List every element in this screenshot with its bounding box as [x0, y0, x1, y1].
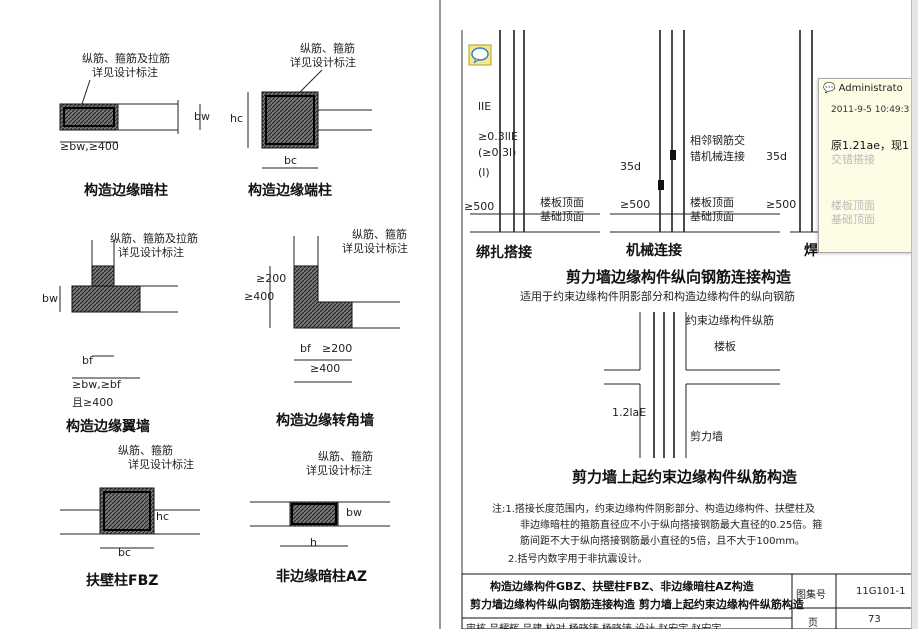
dim-b: bw	[346, 506, 362, 519]
dim-bw: bw	[194, 110, 210, 123]
dim-ge500: ≥500	[766, 198, 797, 211]
title-hidden-column: 构造边缘暗柱	[84, 183, 168, 199]
dim-hc: hc	[230, 112, 244, 125]
annotation-line2: 详见设计标注	[128, 458, 194, 471]
detail-restrained-member	[604, 312, 780, 458]
dim-bw-bf: ≥bw,≥bf	[72, 378, 121, 391]
dim-bc: bc	[118, 546, 132, 559]
dim-and-400: 且≥400	[72, 396, 114, 409]
note-line1: 注:1.搭接长度范围内，约束边缘构件阴影部分、构造边缘构件、扶壁柱及	[492, 504, 815, 515]
dim-bf: bf	[82, 354, 93, 367]
weld-label: 焊	[804, 243, 818, 259]
ghost-text-2: 楼板顶面	[831, 199, 875, 212]
title-end-column: 构造边缘端柱	[248, 183, 332, 199]
page-label: 页	[808, 618, 818, 629]
dim-12lae: 1.2laE	[612, 406, 647, 419]
stagger-line1: 相邻钢筋交	[690, 134, 745, 147]
slab-top-label: 楼板顶面	[540, 196, 584, 209]
splice-title: 剪力墙边缘构件纵向钢筋连接构造	[566, 268, 792, 286]
detail-splices	[470, 30, 820, 233]
dim-hc: hc	[156, 510, 170, 523]
page-number: 73	[868, 614, 881, 625]
dim-ge400: ≥400	[310, 362, 341, 375]
detail-corner-wall	[269, 236, 400, 383]
found-top-label: 基础顶面	[540, 210, 584, 223]
title-pilaster: 扶壁柱FBZ	[86, 573, 159, 589]
found-top-label: 基础顶面	[690, 210, 734, 223]
restrained-rebar-label: 约束边缘构件纵筋	[686, 314, 774, 327]
annotation-line2: 详见设计标注	[92, 66, 158, 79]
dim-lle: lIE	[478, 100, 492, 113]
comment-body: 原1.21ae，现1	[831, 139, 909, 152]
annotation-line2: 详见设计标注	[306, 464, 372, 477]
slab-top-label: 楼板顶面	[690, 196, 734, 209]
dim-bc: bc	[284, 154, 298, 167]
annotation-line2: 详见设计标注	[290, 56, 356, 69]
dim-35d: 35d	[620, 160, 641, 173]
dim-h: h	[310, 536, 317, 549]
title-block-line1: 构造边缘构件GBZ、扶壁柱FBZ、非边缘暗柱AZ构造	[490, 580, 754, 593]
dim-bw: bw	[42, 292, 58, 305]
mech-label: 机械连接	[626, 243, 682, 259]
note-line4: 2.括号内数字用于非抗震设计。	[508, 554, 648, 565]
ghost-text-3: 基础顶面	[831, 213, 875, 226]
annotation-line1: 纵筋、箍筋及拉筋	[82, 52, 170, 65]
annotation-line1: 纵筋、箍筋	[318, 450, 373, 463]
note-line2: 非边缘暗柱的箍筋直径应不小于纵向搭接钢筋最大直径的0.25倍。箍	[520, 520, 823, 531]
restrained-title: 剪力墙上起约束边缘构件纵筋构造	[572, 468, 798, 486]
dim-bw-400: ≥bw,≥400	[60, 140, 119, 153]
dim-03-lle: ≥0.3lIE	[478, 130, 518, 143]
title-block-row: 审核 吕耀辉 吕建 校对 杨晓铸 杨晓铸 设计 赵宏宇 赵宏宇	[466, 620, 721, 629]
comment-popup[interactable]: 💬 Administrato 2011-9-5 10:49:3 原1.21ae，…	[818, 78, 918, 253]
detail-end-column	[247, 69, 372, 169]
dim-03-l: (≥0.3l)	[478, 146, 517, 159]
dim-ge200: ≥200	[322, 342, 353, 355]
dim-l: (l)	[478, 166, 490, 179]
dim-ge500: ≥500	[464, 200, 495, 213]
annotation-line1: 纵筋、箍筋	[300, 42, 355, 55]
annotation-line2: 详见设计标注	[118, 246, 184, 259]
dim-ge500: ≥500	[620, 198, 651, 211]
atlas-number: 11G101-1	[856, 586, 906, 597]
detail-hidden-column	[59, 79, 201, 143]
ghost-text-1: 交错搭接	[831, 153, 875, 166]
detail-flange-wall	[59, 240, 178, 379]
atlas-label: 图集号	[796, 590, 826, 601]
detail-pilaster	[60, 487, 200, 549]
comment-bubble-icon: 💬	[823, 83, 836, 94]
annotation-line1: 纵筋、箍筋	[118, 444, 173, 457]
splice-subtitle: 适用于约束边缘构件阴影部分和构造边缘构件的纵向钢筋	[520, 290, 795, 303]
dim-bf: bf	[300, 342, 311, 355]
annotation-line1: 纵筋、箍筋	[352, 228, 407, 241]
comment-time: 2011-9-5 10:49:3	[831, 105, 910, 115]
title-corner-wall: 构造边缘转角墙	[276, 413, 374, 429]
wall-label: 剪力墙	[690, 430, 723, 443]
note-line3: 筋间距不大于纵向搭接钢筋最小直径的5倍，且不大于100mm。	[520, 536, 805, 547]
title-block-line2: 剪力墙边缘构件纵向钢筋连接构造 剪力墙上起约束边缘构件纵筋构造	[470, 598, 804, 611]
dim-ge400-vertical: ≥400	[244, 290, 275, 303]
vertical-scrollbar[interactable]	[911, 0, 918, 629]
slab-label: 楼板	[714, 340, 736, 353]
comment-icon[interactable]	[468, 44, 492, 66]
title-flange-wall: 构造边缘翼墙	[66, 419, 150, 435]
title-non-edge-column: 非边缘暗柱AZ	[276, 569, 367, 585]
lap-label: 绑扎搭接	[476, 245, 532, 261]
annotation-line1: 纵筋、箍筋及拉筋	[110, 232, 198, 245]
stagger-line2: 错机械连接	[690, 150, 745, 163]
dim-35d: 35d	[766, 150, 787, 163]
dim-ge200-vertical: ≥200	[256, 272, 287, 285]
comment-author: Administrato	[838, 83, 903, 94]
comment-author-row: 💬 Administrato	[823, 83, 903, 94]
detail-non-edge-column	[250, 501, 390, 547]
annotation-line2: 详见设计标注	[342, 242, 408, 255]
